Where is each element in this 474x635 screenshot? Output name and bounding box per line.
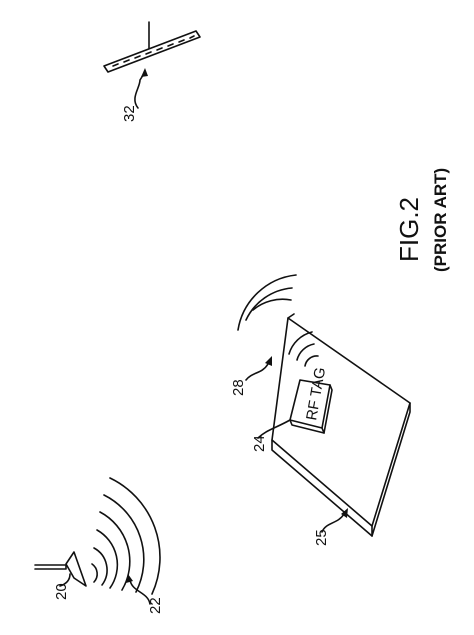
label-32: 32 bbox=[121, 105, 138, 122]
reader-slot bbox=[156, 47, 163, 51]
box-corner bbox=[287, 313, 295, 319]
antenna-wave-4 bbox=[99, 511, 131, 591]
antenna-wave-2 bbox=[93, 547, 108, 586]
box-top-face bbox=[271, 317, 411, 527]
reader-slot bbox=[123, 59, 130, 63]
antenna bbox=[34, 551, 87, 587]
object-box bbox=[271, 313, 411, 537]
label-24: 24 bbox=[251, 435, 268, 452]
label-22: 22 bbox=[147, 597, 164, 614]
antenna-leader bbox=[59, 573, 71, 587]
figure-title: FIG.2 bbox=[394, 197, 424, 262]
tag-waves-leader bbox=[245, 363, 269, 381]
box-wave-3 bbox=[237, 274, 297, 331]
tag-wave-1 bbox=[304, 355, 319, 367]
antenna-wave-6 bbox=[109, 477, 161, 595]
tag-wave-2 bbox=[296, 343, 315, 361]
reader-slot bbox=[189, 35, 195, 39]
reader-slot bbox=[134, 55, 141, 59]
label-25: 25 bbox=[313, 529, 330, 546]
reader-leader-arrow bbox=[141, 68, 148, 77]
object-leader bbox=[321, 513, 345, 533]
antenna-stem bbox=[34, 564, 67, 570]
antenna-horn bbox=[65, 551, 87, 587]
label-28: 28 bbox=[230, 379, 247, 396]
box-right-edge bbox=[371, 402, 411, 537]
rf-tag: RF TAG bbox=[289, 366, 333, 434]
antenna-waves-leader bbox=[129, 579, 151, 605]
reader-bar bbox=[103, 30, 201, 73]
reader-slot bbox=[178, 39, 185, 43]
tag-waves-leader-arrow bbox=[265, 356, 272, 366]
box-wave-2 bbox=[245, 287, 293, 321]
reader-slot bbox=[167, 43, 174, 47]
rf-tag-bottom bbox=[289, 419, 325, 434]
figure-subtitle: (PRIOR ART) bbox=[431, 168, 450, 272]
reader-leader bbox=[134, 71, 146, 109]
reader-slot bbox=[112, 63, 119, 67]
box-front-edge bbox=[271, 439, 373, 537]
antenna-wave-1 bbox=[91, 563, 98, 583]
box-wave-1 bbox=[252, 298, 292, 311]
label-20: 20 bbox=[53, 583, 70, 600]
antenna-wave-3 bbox=[96, 529, 119, 589]
object-leader-arrow bbox=[341, 508, 348, 518]
reader-slot bbox=[145, 51, 152, 55]
reader-array bbox=[103, 21, 201, 73]
tag-waves bbox=[237, 274, 319, 367]
rf-tag-side bbox=[321, 384, 333, 434]
antenna-waves-leader-arrow bbox=[126, 574, 133, 583]
antenna-waves bbox=[91, 477, 161, 595]
antenna-wave-5 bbox=[103, 494, 145, 593]
tag-wave-3 bbox=[288, 331, 313, 355]
tag-leader bbox=[257, 419, 291, 439]
